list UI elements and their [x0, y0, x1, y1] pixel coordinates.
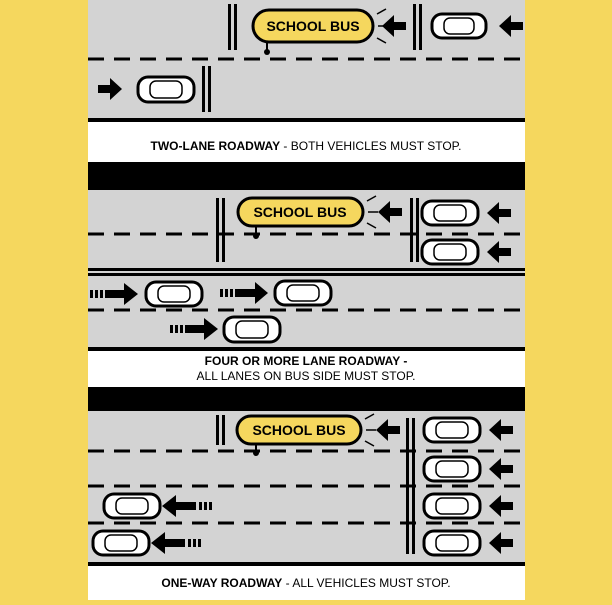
- car-icon: [102, 492, 162, 520]
- caption-band: [88, 351, 525, 387]
- panel-caption-line2: ALL LANES ON BUS SIDE MUST STOP.: [197, 369, 416, 383]
- arrow-left-icon: [487, 202, 511, 224]
- arrow-right-icon: [98, 78, 122, 100]
- school-bus-icon: SCHOOL BUS: [251, 8, 388, 44]
- car-icon: [273, 279, 333, 307]
- bus-label: SCHOOL BUS: [253, 204, 346, 220]
- median-line: [88, 273, 525, 276]
- caption-rest: - ALL VEHICLES MUST STOP.: [282, 576, 450, 590]
- motion-arrow-icon: [90, 283, 138, 305]
- school-bus-icon: SCHOOL BUS: [235, 413, 376, 447]
- car-icon: [222, 315, 282, 344]
- stop-line: [202, 66, 211, 112]
- car-icon: [91, 529, 151, 557]
- car-icon: [422, 416, 482, 444]
- arrow-left-icon: [499, 15, 523, 37]
- caption-rest: - BOTH VEHICLES MUST STOP.: [280, 139, 461, 153]
- road-edge: [88, 562, 525, 566]
- car-icon: [420, 238, 480, 266]
- stop-line: [406, 418, 415, 554]
- motion-arrow-icon: [170, 318, 218, 340]
- panel-divider-bar: [88, 162, 525, 190]
- road-edge: [88, 347, 525, 351]
- stop-sign-arm-icon: [253, 226, 259, 239]
- car-icon: [136, 75, 196, 104]
- car-icon: [422, 529, 482, 557]
- car-icon: [422, 455, 482, 483]
- car-icon: [420, 199, 480, 227]
- arrow-left-icon: [489, 532, 513, 554]
- stop-line: [413, 4, 422, 50]
- caption-bold: TWO-LANE ROADWAY: [151, 139, 281, 153]
- panel-caption: TWO-LANE ROADWAY - BOTH VEHICLES MUST ST…: [151, 139, 462, 153]
- panel-caption: ONE-WAY ROADWAY - ALL VEHICLES MUST STOP…: [161, 576, 450, 590]
- panel-one-way: SCHOOL BUS: [88, 411, 525, 600]
- stop-sign-arm-icon: [253, 444, 259, 456]
- bus-label: SCHOOL BUS: [266, 18, 359, 34]
- arrow-left-icon: [376, 419, 400, 441]
- panel-divider-bar: [88, 387, 525, 411]
- stop-line: [216, 415, 225, 445]
- caption-band: [88, 122, 525, 162]
- arrow-left-icon: [489, 419, 513, 441]
- car-icon: [430, 12, 488, 40]
- stop-sign-arm-icon: [264, 42, 270, 55]
- arrow-left-icon: [489, 458, 513, 480]
- arrow-left-icon: [489, 495, 513, 517]
- caption-bold: ONE-WAY ROADWAY: [161, 576, 282, 590]
- road-edge: [88, 118, 525, 122]
- caption-band: [88, 566, 525, 600]
- stop-line: [228, 4, 237, 50]
- panel-caption-line1: FOUR OR MORE LANE ROADWAY -: [205, 354, 408, 368]
- motion-arrow-icon: [151, 532, 201, 554]
- car-icon: [422, 492, 482, 520]
- arrow-left-icon: [378, 201, 402, 223]
- arrow-left-icon: [382, 15, 406, 37]
- bus-label: SCHOOL BUS: [252, 422, 345, 438]
- median-line: [88, 268, 525, 271]
- motion-arrow-icon: [162, 495, 212, 517]
- stop-line: [216, 198, 225, 262]
- stop-line: [410, 198, 419, 262]
- panel-two-lane: SCHOOL BUS TWO-LANE ROADWAY - BOTH VEHIC…: [88, 0, 525, 162]
- car-icon: [144, 280, 204, 308]
- arrow-left-icon: [487, 241, 511, 263]
- panel-four-lane: SCHOOL BUS: [88, 190, 525, 387]
- motion-arrow-icon: [220, 282, 268, 304]
- school-bus-icon: SCHOOL BUS: [236, 195, 378, 229]
